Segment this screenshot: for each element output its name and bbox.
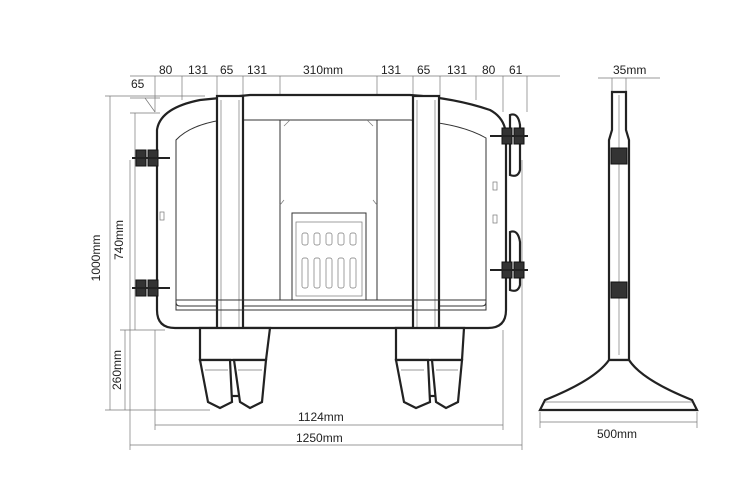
grille-slots-bottom (301, 257, 357, 289)
dim-label-131-4: 131 (447, 63, 467, 77)
center-grille (291, 212, 367, 301)
center-window (279, 119, 378, 301)
left-dimension-lines (105, 95, 210, 411)
dim-label-1250mm: 1250mm (296, 431, 343, 445)
bottom-dimension-lines (129, 160, 523, 450)
grille-slots-top (301, 232, 357, 246)
side-view: 35mm 500mm (538, 63, 699, 441)
dim-label-310mm: 310mm (303, 63, 343, 77)
right-connector-bottom (490, 230, 528, 292)
right-connector-top (490, 113, 528, 177)
top-dimension-lines (130, 75, 560, 120)
dim-label-131-1: 131 (188, 63, 208, 77)
left-foot (198, 326, 272, 410)
barrier-inner-opening (175, 119, 487, 307)
dim-label-80-left: 80 (159, 63, 173, 77)
dim-label-740mm: 740mm (112, 220, 126, 260)
right-foot (394, 326, 466, 410)
left-connector-bottom (132, 279, 170, 297)
dim-label-1000mm: 1000mm (89, 235, 103, 282)
dim-label-131-3: 131 (381, 63, 401, 77)
barrier-outer-frame (155, 93, 508, 330)
dim-label-61: 61 (509, 63, 523, 77)
left-connector-top (132, 149, 170, 167)
dim-label-131-2: 131 (247, 63, 267, 77)
dim-label-500mm: 500mm (597, 427, 637, 441)
dim-label-65-1: 65 (220, 63, 234, 77)
dim-label-260mm: 260mm (110, 350, 124, 390)
side-base (538, 358, 699, 412)
dim-label-80-right: 80 (482, 63, 496, 77)
side-clamp-bottom (610, 281, 628, 299)
front-view: 80 131 65 131 310mm 131 65 131 80 61 65 … (89, 63, 560, 450)
dim-label-1124mm: 1124mm (298, 410, 344, 424)
dim-label-65-left: 65 (131, 77, 145, 91)
side-clamp-top (610, 147, 628, 165)
dim-label-65-2: 65 (417, 63, 431, 77)
dim-label-35mm: 35mm (613, 63, 646, 77)
